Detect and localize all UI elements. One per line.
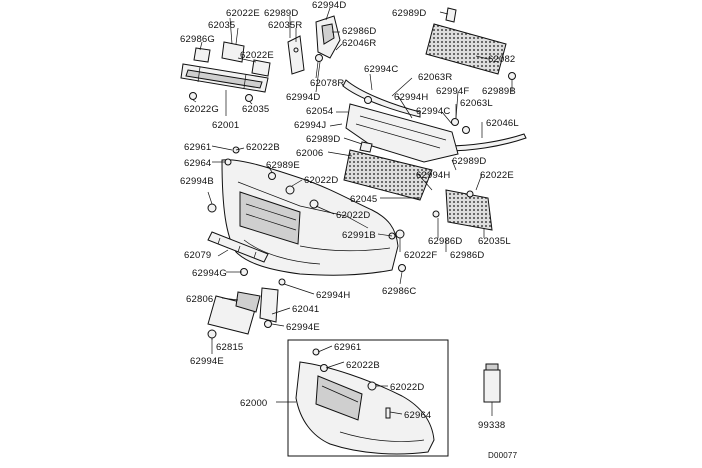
callout-62994E-b: 62994E [190,356,224,367]
callout-62986D-a: 62986D [342,26,376,37]
upper-grille-62082 [425,7,516,80]
callout-62041: 62041 [292,304,319,315]
callout-62000: 62000 [240,398,267,409]
callout-62989D-d: 62989D [452,156,486,167]
callout-62082: 62082 [488,54,515,65]
callout-62022F: 62022F [404,250,437,261]
callout-62806: 62806 [186,294,213,305]
callout-62986D-b: 62986D [428,236,462,247]
lower-grille-62006 [343,141,433,201]
callout-62961-b: 62961 [334,342,361,353]
callout-62986D-c: 62986D [450,250,484,261]
clips-left [207,146,396,276]
callout-62022D-b: 62022D [336,210,370,221]
callout-62994G: 62994G [192,268,227,279]
bumper-assembly-box [287,339,449,457]
lower-lip-62079 [207,231,269,263]
callout-62022B-a: 62022B [246,142,280,153]
callout-62994D-b: 62994D [286,92,320,103]
callout-62045: 62045 [350,194,377,205]
callout-62022D-c: 62022D [390,382,424,393]
callout-62989B: 62989B [482,86,516,97]
callout-62001: 62001 [212,120,239,131]
callout-62964-b: 62964 [404,410,431,421]
callout-62994H-c: 62994H [316,290,350,301]
callout-62063L: 62063L [460,98,493,109]
callout-62046R: 62046R [342,38,376,49]
callout-62994C-a: 62994C [364,64,398,75]
callout-62063R: 62063R [418,72,452,83]
callout-62022E-b: 62022E [240,50,274,61]
callout-62989D-c: 62989D [306,134,340,145]
bracket-62994D [315,15,341,62]
front-bumper-exploded [221,159,406,276]
callout-62079: 62079 [184,250,211,261]
leader-lines [192,7,513,416]
diagram-code: D00077 [488,451,518,460]
callout-62964-a: 62964 [184,158,211,169]
callout-62994B: 62994B [180,176,214,187]
callout-62035-a: 62035 [208,20,235,31]
callout-62022D-a: 62022D [304,175,338,186]
callout-labels: 62022E 62035 62035R 62989D 62994D 62989D… [180,0,519,460]
callout-62994H-a: 62994H [394,92,428,103]
callout-62078R: 62078R [310,78,344,89]
callout-62994H-b: 62994H [416,170,450,181]
callout-62994D-a: 62994D [312,0,346,11]
callout-62989D-a: 62989D [264,8,298,19]
paint-bottle-99338 [483,363,501,403]
callout-62022G: 62022G [184,104,219,115]
fog-cover-62035L [432,189,493,231]
callout-62989D-b: 62989D [392,8,426,19]
reinforcement-62001 [180,41,271,102]
callout-62022E-c: 62022E [480,170,514,181]
energy-absorber-62054 [345,96,470,163]
callout-62994F: 62994F [436,86,469,97]
callout-62991B: 62991B [342,230,376,241]
callout-62994E-a: 62994E [286,322,320,333]
callout-62989E: 62989E [266,160,300,171]
callout-99338: 99338 [478,420,505,431]
callout-62022B-b: 62022B [346,360,380,371]
callout-62994C-b: 62994C [416,106,450,117]
callout-62054: 62054 [306,106,333,117]
callout-62046L: 62046L [486,118,519,129]
callout-62986G: 62986G [180,34,215,45]
callout-62035R: 62035R [268,20,302,31]
molding-62046L [445,133,527,152]
callout-62986C: 62986C [382,286,416,297]
callout-62035L: 62035L [478,236,511,247]
license-bracket-62041 [207,278,286,339]
callout-62035-b: 62035 [242,104,269,115]
callout-62994J: 62994J [294,120,326,131]
callout-62815: 62815 [216,342,243,353]
molding-62046R [342,79,421,118]
callout-62961-a: 62961 [184,142,211,153]
callout-62022E-a: 62022E [226,8,260,19]
callout-62006: 62006 [296,148,323,159]
